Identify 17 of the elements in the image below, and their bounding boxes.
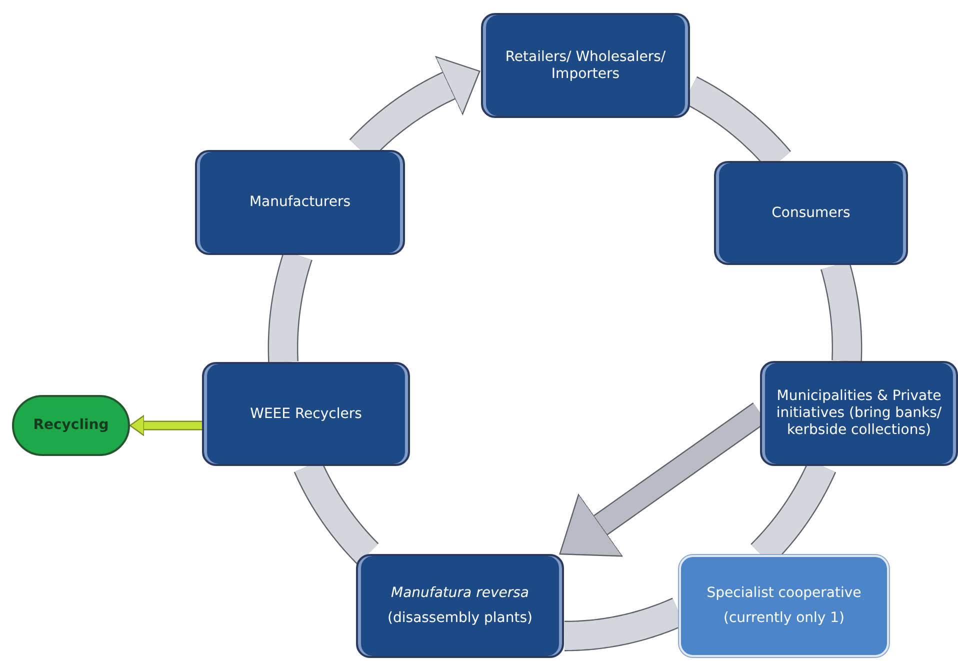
node-label: Consumers <box>772 204 850 222</box>
process-box <box>679 555 889 657</box>
process-box <box>481 13 690 118</box>
process-box <box>714 161 908 265</box>
process-box <box>356 554 564 658</box>
node-label: (currently only 1) <box>723 610 845 627</box>
process-box <box>760 361 958 466</box>
node-label: Municipalities & Private initiatives (bring banks/ kerbside collections) <box>775 388 943 439</box>
node-label: WEEE Recyclers <box>250 406 362 422</box>
node-label: (disassembly plants) <box>388 610 532 627</box>
process-box <box>195 150 405 255</box>
node-label: Specialist cooperative <box>706 585 862 602</box>
process-box <box>202 362 410 466</box>
node-label: Recycling <box>33 417 109 434</box>
node-label: Manufatura reversa <box>391 585 529 602</box>
node-label: Retailers/ Wholesalers/ Importers <box>504 48 667 82</box>
node-label: Manufacturers <box>249 194 351 211</box>
